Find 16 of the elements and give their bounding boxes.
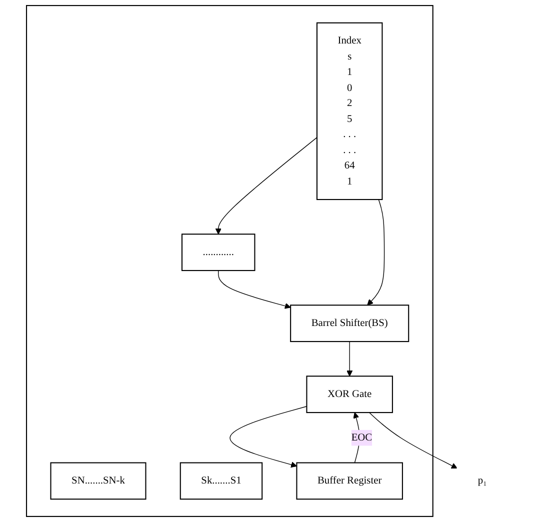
arrow <box>368 412 458 469</box>
arrow <box>230 406 308 468</box>
node-box: ............ <box>181 234 256 272</box>
node-box: Buffer Register <box>296 462 403 500</box>
arrow <box>215 137 318 234</box>
node-box: XOR Gate <box>306 376 393 414</box>
cluster <box>26 5 434 517</box>
arrow <box>346 341 353 376</box>
node-box: SN.......SN-k <box>50 462 146 500</box>
arrow <box>218 270 291 309</box>
node-box: Barrel Shifter(BS) <box>290 304 410 342</box>
arrow <box>367 199 385 306</box>
edge-label: EOC <box>351 432 372 444</box>
node-box: Index s 1 0 2 5 . . . . . . 64 1 <box>316 22 383 200</box>
node-box: Sk.......S1 <box>180 462 263 500</box>
node-text: p₁ <box>478 475 487 486</box>
